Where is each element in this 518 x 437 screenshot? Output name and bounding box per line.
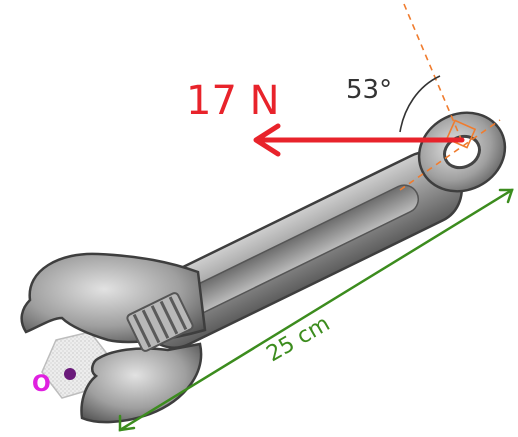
force-arrow (253, 123, 465, 157)
pivot-label: O (32, 372, 51, 397)
guide-lines (399, 3, 501, 191)
wrench-jaw-head (20, 252, 207, 424)
adjusting-screw (126, 292, 194, 352)
pivot-dot (64, 368, 76, 380)
length-arrow (118, 188, 514, 432)
perpendicular-guide (399, 119, 501, 191)
right-angle-marker (445, 119, 477, 149)
force-label: 17 N (186, 78, 280, 124)
angle-label: 53° (346, 75, 392, 105)
wrench (20, 111, 507, 424)
handle-slot (172, 184, 420, 320)
wrench-axis-extension (403, 3, 465, 147)
angle-arc (399, 75, 441, 133)
